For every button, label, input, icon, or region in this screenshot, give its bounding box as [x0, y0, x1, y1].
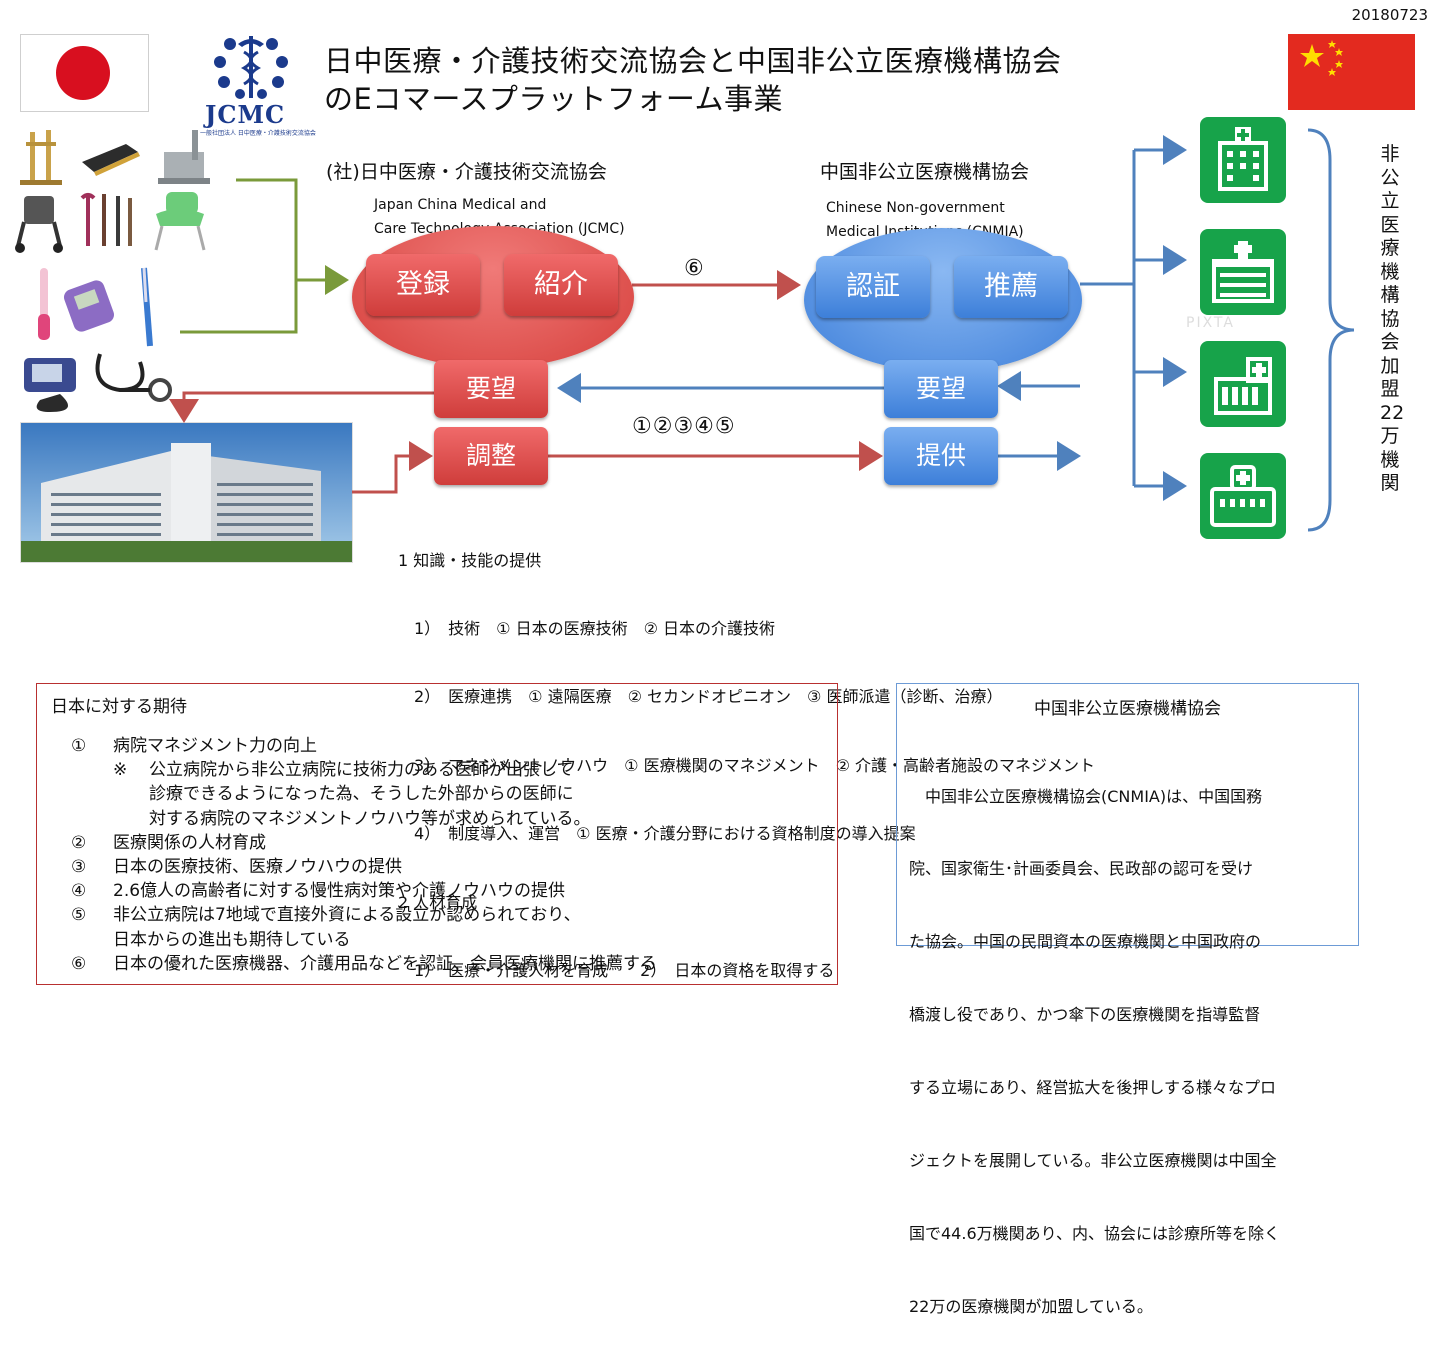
expectation-num: ※: [113, 760, 128, 781]
cnmia-name-jp: 中国非公立医療機構協会: [820, 161, 1030, 183]
vertical-char: 協: [1380, 307, 1400, 330]
expectation-text: 対する病院のマネジメントノウハウ等が求められている。: [149, 808, 591, 829]
service-list: 1 知識・技能の提供 1） 技術 ① 日本の医療技術 ② 日本の介護技術 2） …: [398, 504, 1095, 1006]
expectation-item: ※ 公立病院から非公立病院に技術力のある医師が出張して: [71, 758, 657, 782]
expectation-item: 対する病院のマネジメントノウハウ等が求められている。: [71, 807, 657, 831]
service-list-item: 4） 制度導入、運営 ① 医療・介護分野における資格制度の導入提案: [398, 824, 916, 844]
service-list-item: 1） 医療・介護人材を育成 2） 日本の資格を取得する: [398, 960, 835, 980]
expectation-text: 公立病院から非公立病院に技術力のある医師が出張して: [149, 760, 574, 781]
cnmia-name-en-line1: Chinese Non-government: [826, 200, 1005, 216]
expectation-num: ⑥: [71, 953, 87, 974]
vertical-char: 機: [1380, 448, 1400, 471]
introduce-button[interactable]: 紹介: [504, 254, 618, 316]
vertical-char: 立: [1380, 190, 1400, 212]
cnmia-box-line: ジェクトを展開している。非公立医療機関は中国全: [909, 1151, 1277, 1171]
expectation-text: 非公立病院は7地域で直接外資による設立が認められており、: [113, 905, 581, 926]
care-products-image: [8, 122, 238, 262]
cnmia-description-box: 中国非公立医療機構協会 中国非公立医療機構協会(CNMIA)は、中国国務 院、国…: [896, 683, 1359, 1316]
cnmia-box-heading: 中国非公立医療機構協会: [1034, 699, 1221, 719]
expectation-num: ③: [71, 857, 87, 878]
expectation-text: 病院マネジメント力の向上: [113, 736, 317, 756]
page-title: 日中医療・介護技術交流協会と中国非公立医療機構協会 のEコマースプラットフォーム…: [324, 42, 1062, 118]
expectation-text: 医療関係の人材育成: [113, 832, 266, 853]
vertical-char: 構: [1380, 284, 1400, 306]
expectation-text: 診療できるようになった為、そうした外部からの医師に: [149, 784, 574, 805]
service-list-item: 1 知識・技能の提供: [398, 550, 542, 570]
expectation-text: 日本からの進出も期待している: [113, 929, 351, 950]
date-label: 20180723: [1351, 6, 1428, 24]
adjust-button[interactable]: 調整: [434, 427, 548, 485]
vertical-char: 会: [1380, 331, 1400, 353]
cnmia-box-line: た協会。中国の民間資本の医療機関と中国政府の: [909, 932, 1262, 952]
vertical-char: 22: [1380, 401, 1405, 424]
jcmc-name-en-line1: Japan China Medical and: [374, 197, 547, 213]
cnmia-box-line: 22万の医療機関が加盟している。: [909, 1296, 1153, 1316]
expectation-item: ① 病院マネジメント力の向上: [71, 734, 657, 758]
expectation-num: ①: [71, 736, 87, 756]
service-list-item: 2 人材育成: [398, 892, 478, 912]
japan-expectations-box: 日本に対する期待 ① 病院マネジメント力の向上 ※ 公立病院から非公立病院に技術力の…: [36, 683, 838, 985]
expectation-num: ②: [71, 832, 87, 853]
expectation-text: 日本の優れた医療機器、介護用品などを認証、会員医療機関に推薦する: [113, 953, 657, 974]
vertical-char: 加: [1380, 354, 1400, 377]
expectation-item: ④ 2.6億人の高齢者に対する慢性病対策や介護ノウハウの提供: [71, 879, 657, 903]
jcmc-logo-emblem: [210, 30, 292, 102]
china-flag: [1288, 34, 1415, 110]
provide-button[interactable]: 提供: [884, 427, 998, 485]
vertical-char: 機: [1380, 260, 1400, 283]
expectations-list: ① 病院マネジメント力の向上 ※ 公立病院から非公立病院に技術力のある医師が出張して…: [71, 734, 657, 976]
expectation-item: ③ 日本の医療技術、医療ノウハウの提供: [71, 855, 657, 879]
cnmia-box-line: 橋渡し役であり、かつ傘下の医療機関を指導監督: [909, 1005, 1261, 1025]
hospital-icon: [1200, 117, 1286, 203]
service-list-item: 2） 医療連携 ① 遠隔医療 ② セカンドオピニオン ③ 医師派遣（診断、治療）: [398, 687, 1003, 707]
cnmia-box-line: 中国非公立医療機構協会(CNMIA)は、中国国務: [909, 786, 1263, 806]
expectation-num: ⑤: [71, 905, 87, 926]
cnmia-request-button[interactable]: 要望: [884, 360, 998, 418]
jcmc-logo-subtext: 一般社団法人 日中医療・介護技術交流協会: [200, 130, 316, 137]
cnmia-box-body: 中国非公立医療機構協会(CNMIA)は、中国国務 院、国家衛生･計画委員会、民政…: [909, 736, 1280, 1368]
general-hospital-icon: [1200, 453, 1286, 539]
vertical-char: 関: [1380, 472, 1400, 494]
arrow-label-6: ⑥: [684, 256, 704, 281]
expectation-item: ⑥ 日本の優れた医療機器、介護用品などを認証、会員医療機関に推薦する: [71, 952, 657, 976]
service-list-item: 3） マネジメントノウハウ ① 医療機関のマネジメント ② 介護・高齢者施設のマ…: [398, 755, 1096, 775]
cnmia-member-count-vertical-label: 非 公 立 医 療 機 構 協 会 加 盟 22 万 機 関: [1380, 143, 1405, 496]
register-button[interactable]: 登録: [366, 254, 480, 316]
title-line-1: 日中医療・介護技術交流協会と中国非公立医療機構協会: [324, 44, 1062, 78]
jcmc-request-button[interactable]: 要望: [434, 360, 548, 418]
blood-pressure-stethoscope-image: [20, 346, 180, 418]
arrow-label-12345: ①②③④⑤: [632, 414, 736, 439]
expectation-item: ⑤ 非公立病院は7地域で直接外資による設立が認められており、: [71, 903, 657, 927]
expectation-item: ② 医療関係の人材育成: [71, 831, 657, 855]
vertical-char: 非: [1380, 143, 1400, 165]
cnmia-box-line: する立場にあり、経営拡大を後押しする様々なプロ: [909, 1078, 1277, 1098]
expectation-item: 日本からの進出も期待している: [71, 928, 657, 952]
vertical-char: 医: [1380, 213, 1400, 236]
recommend-button[interactable]: 推薦: [954, 256, 1068, 318]
expectations-heading: 日本に対する期待: [51, 697, 187, 717]
cnmia-box-line: 院、国家衛生･計画委員会、民政部の認可を受け: [909, 859, 1254, 879]
title-line-2: のEコマースプラットフォーム事業: [324, 82, 784, 116]
certify-button[interactable]: 認証: [816, 256, 930, 318]
jcmc-logo-text: JCMC: [205, 100, 286, 129]
vertical-char: 療: [1380, 237, 1400, 259]
expectation-item: 診療できるようになった為、そうした外部からの医師に: [71, 782, 657, 806]
expectation-text: 2.6億人の高齢者に対する慢性病対策や介護ノウハウの提供: [113, 881, 566, 902]
flow-arrows: [169, 128, 1355, 532]
vertical-char: 公: [1380, 166, 1400, 189]
jcmc-name-jp: (社)日中医療・介護技術交流協会: [326, 161, 607, 183]
japan-flag: [20, 34, 149, 112]
expectation-num: ④: [71, 881, 87, 902]
service-list-item: 1） 技術 ① 日本の医療技術 ② 日本の介護技術: [398, 618, 776, 638]
cnmia-box-line: 国で44.6万機関あり、内、協会には診療所等を除く: [909, 1223, 1280, 1243]
vertical-char: 万: [1380, 425, 1400, 447]
watermark-text: PIXTA: [1186, 315, 1235, 331]
expectation-text: 日本の医療技術、医療ノウハウの提供: [113, 857, 402, 878]
japanese-hospital-photo: [20, 422, 353, 563]
medical-center-icon: [1200, 341, 1286, 427]
clinic-icon: [1200, 229, 1286, 315]
vertical-char: 盟: [1380, 378, 1400, 400]
medical-devices-image: [26, 262, 176, 352]
